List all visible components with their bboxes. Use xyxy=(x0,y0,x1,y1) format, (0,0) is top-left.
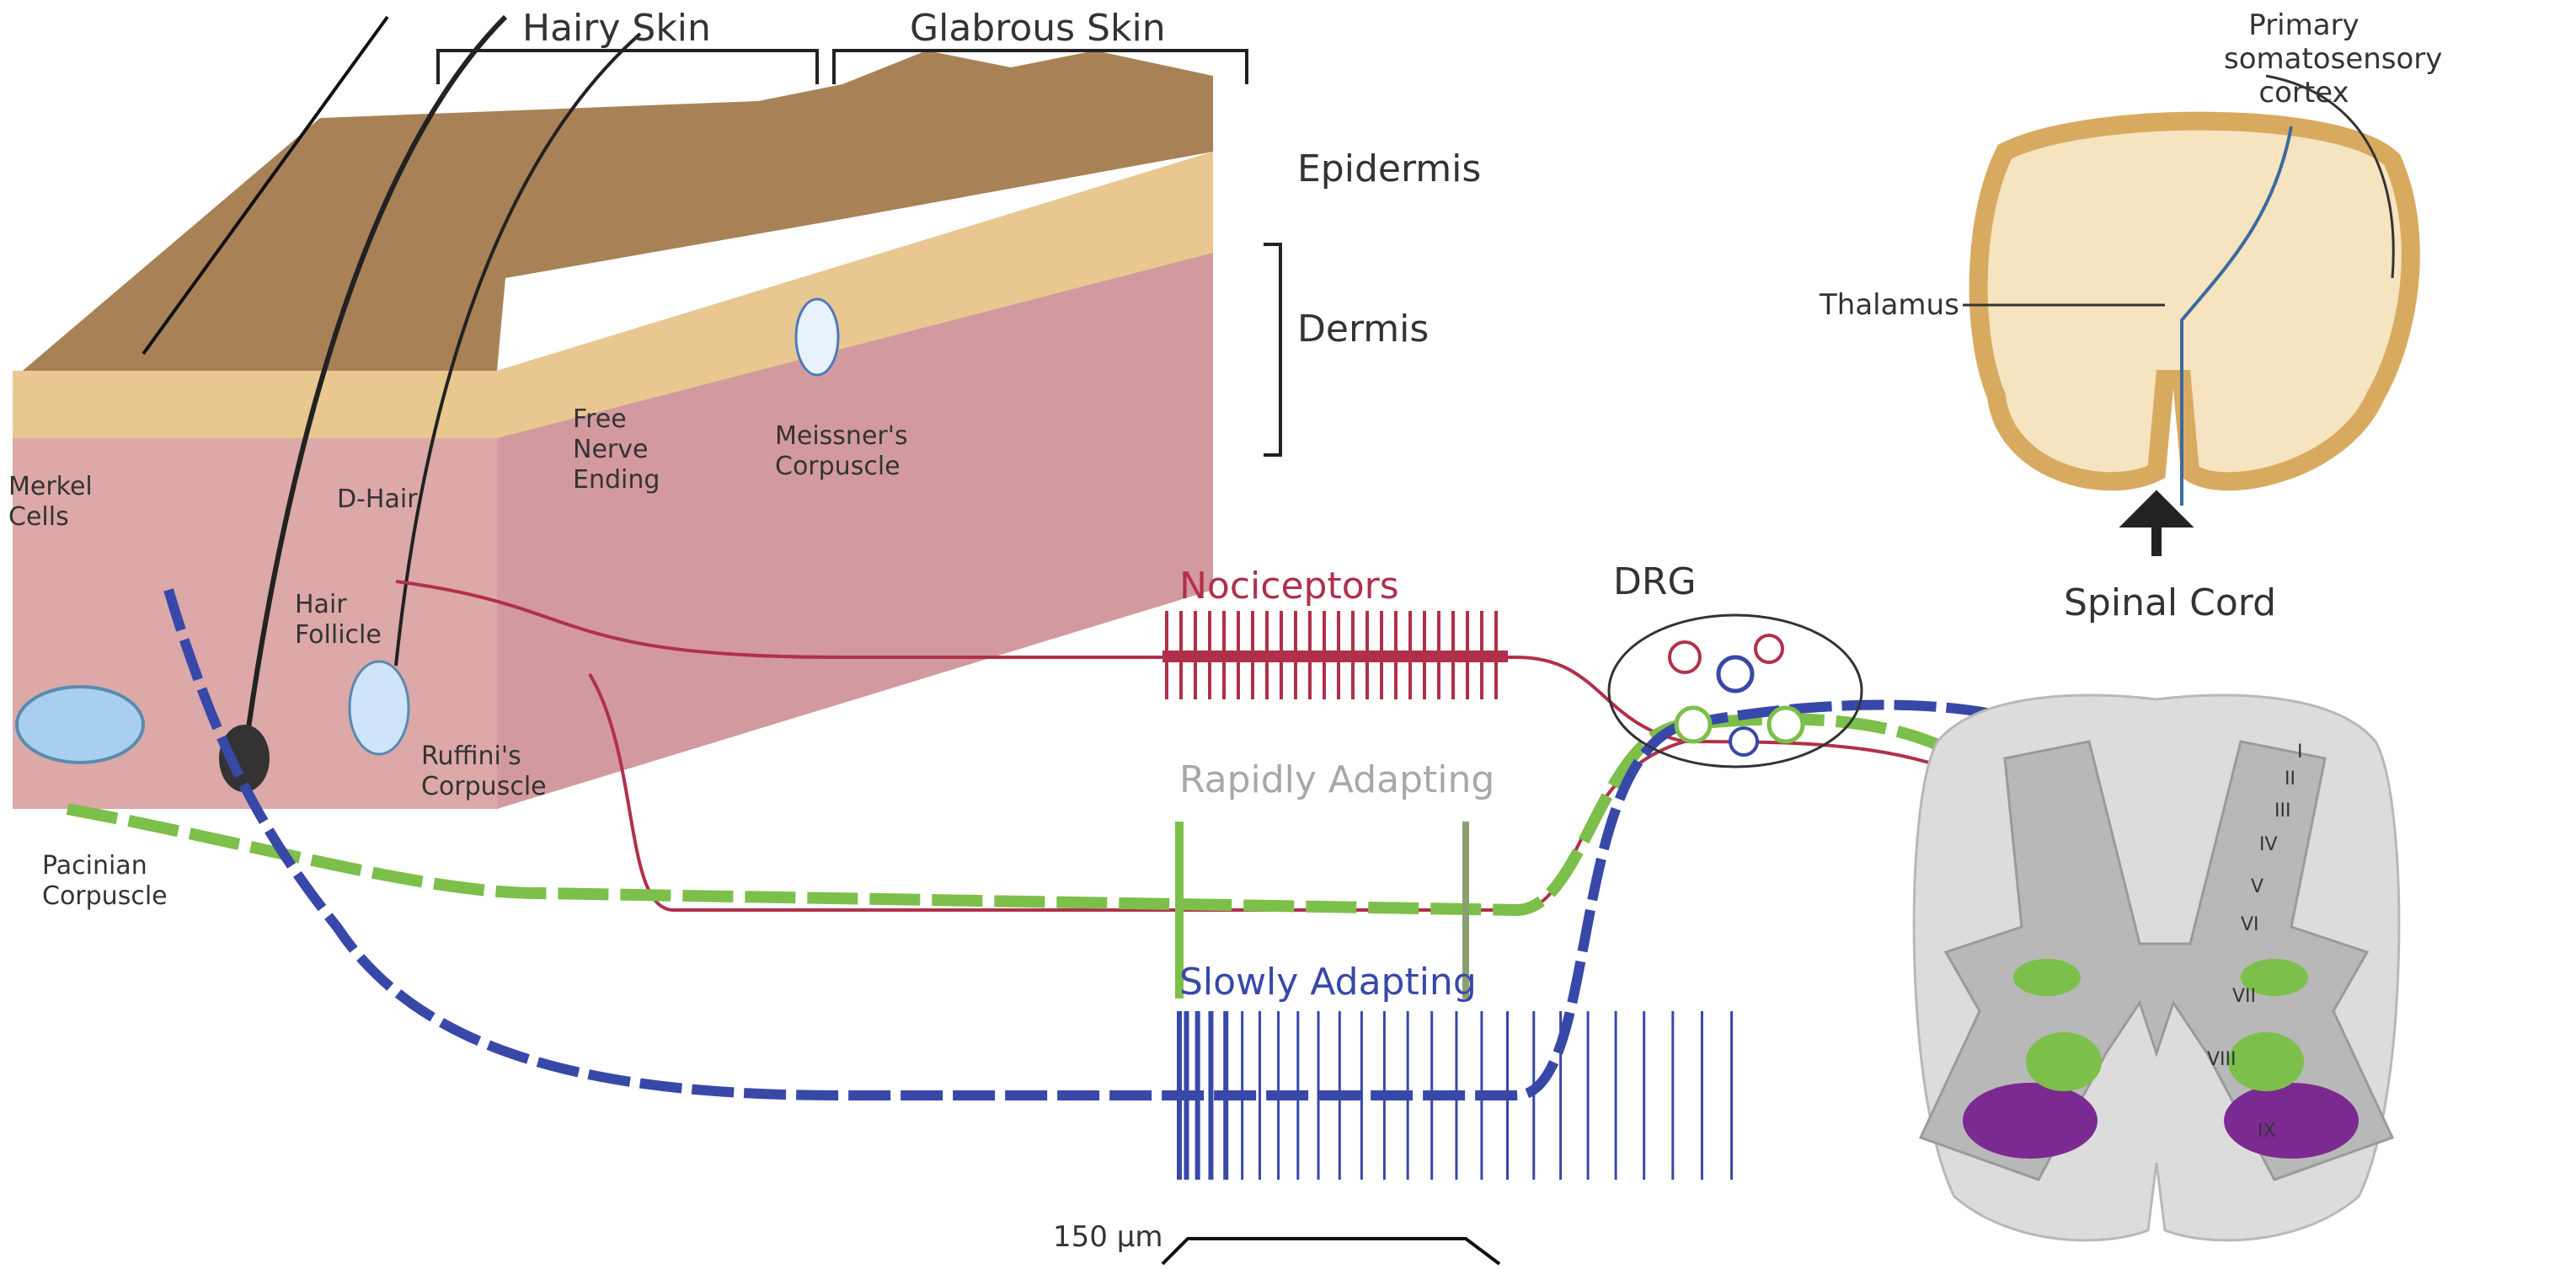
cortex-pathway xyxy=(2180,126,2293,506)
hairy-skin-label: Hairy Skin xyxy=(522,7,711,50)
lamina-vii-left xyxy=(2013,959,2081,996)
lamina-label: IX xyxy=(2258,1121,2276,1142)
lamina-vii-right xyxy=(2241,959,2308,996)
epidermis-cells-side xyxy=(497,152,1213,438)
merkel-cells-label: Merkel Cells xyxy=(8,472,93,532)
ruffini-corpuscle-label: Ruffini's Corpuscle xyxy=(421,742,547,801)
meissner-corpuscle-label: Meissner's Corpuscle xyxy=(775,421,908,481)
hair-2 xyxy=(242,14,508,759)
lamina-label: V xyxy=(2251,876,2264,897)
hair-3 xyxy=(394,32,642,667)
lamina-label: VII xyxy=(2232,986,2257,1007)
stimulus-scale-label: 150 µm xyxy=(1053,1220,1163,1254)
lamina-label: III xyxy=(2274,800,2291,822)
lamina-viii-right xyxy=(2228,1032,2304,1091)
hair-1 xyxy=(142,15,389,356)
nociceptors-label: Nociceptors xyxy=(1179,565,1399,608)
dermis-label: Dermis xyxy=(1297,308,1430,351)
cortex-arc xyxy=(2265,74,2395,279)
hair-follicle-bulb xyxy=(219,725,270,792)
lamina-label: VIII xyxy=(2207,1049,2237,1070)
lamina-label: I xyxy=(2297,742,2303,763)
pacinian-corpuscle xyxy=(15,685,145,764)
thalamus-label: Thalamus xyxy=(1820,288,1959,322)
lamina-ix-left xyxy=(1963,1083,2098,1159)
drg-cells xyxy=(1668,634,1805,757)
meissner-corpuscle xyxy=(794,297,840,377)
epidermis-cells-front xyxy=(13,371,497,438)
layer-bracket xyxy=(1264,243,1282,457)
slow-fiber xyxy=(163,588,2111,1100)
lamina-label: VI xyxy=(2241,914,2259,935)
brain-coronal-section xyxy=(1963,74,2420,506)
nociceptor-fiber xyxy=(395,580,2023,811)
brain-outline xyxy=(1969,111,2420,491)
spinal-cord-label: Spinal Cord xyxy=(2064,581,2277,624)
up-arrow-icon xyxy=(2119,490,2194,556)
hairy-skin-bracket xyxy=(436,49,819,84)
skin-block xyxy=(13,14,1213,809)
lamina-label: II xyxy=(2285,768,2295,790)
skin-top-surface xyxy=(13,51,1213,379)
glabrous-skin-bracket xyxy=(832,49,1248,84)
free-nerve-ending-label: Free Nerve Ending xyxy=(573,404,660,495)
drg-ganglion xyxy=(1607,613,1863,768)
glabrous-skin-label: Glabrous Skin xyxy=(910,7,1166,50)
spinal-cord-section xyxy=(1912,693,2401,1242)
spike-trains xyxy=(1165,611,1734,1180)
drg-label: DRG xyxy=(1613,560,1697,603)
lamina-viii-left xyxy=(2026,1032,2102,1091)
epidermis-label: Epidermis xyxy=(1297,147,1482,190)
slowly-adapting-label: Slowly Adapting xyxy=(1179,961,1477,1004)
stimulus-trace xyxy=(1161,1237,1501,1266)
cortex-label: Primary somatosensory cortex xyxy=(2224,8,2443,110)
lamina-label: IV xyxy=(2259,834,2278,855)
d-hair-label: D-Hair xyxy=(337,485,418,514)
rapid-fiber xyxy=(66,713,2053,917)
hair-follicle-label: Hair Follicle xyxy=(295,590,382,650)
rapidly-adapting-label: Rapidly Adapting xyxy=(1179,758,1495,801)
nociceptor-trace-band xyxy=(1162,651,1508,662)
ruffini-corpuscle xyxy=(348,660,410,756)
lamina-ix-right xyxy=(2224,1083,2359,1159)
pacinian-corpuscle-label: Pacinian Corpuscle xyxy=(42,851,168,911)
